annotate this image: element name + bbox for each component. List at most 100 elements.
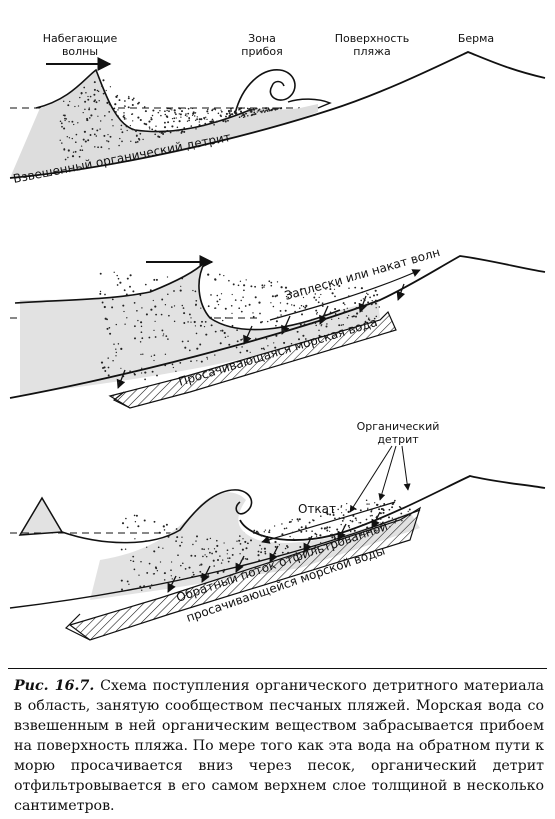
particle-dot [181,304,184,307]
particle-dot [196,360,198,362]
particle-dot [231,113,234,116]
particle-dot [279,302,282,304]
particle-dot [236,329,238,331]
particle-dot [358,307,361,310]
particle-dot [123,116,126,119]
particle-dot [120,579,123,582]
particle-dot [178,113,181,115]
particle-dot [210,324,213,327]
particle-dot [296,330,299,333]
particle-dot [334,295,336,298]
particle-dot [114,103,117,106]
particle-dot [181,277,184,280]
percolation-band [108,310,397,409]
particle-dot [139,294,142,296]
particle-dot [181,541,183,544]
particle-dot [248,303,251,306]
particle-dot [308,537,310,539]
particle-dot [148,336,151,339]
particle-dot [120,367,122,369]
particle-dot [207,305,210,308]
particle-dot [366,526,369,529]
particle-dot [241,346,243,348]
particle-dot [200,118,203,121]
particle-dot [155,278,158,281]
particle-dot [253,111,256,114]
particle-dot [275,334,278,337]
particle-dot [202,555,204,558]
particle-dot [349,530,352,533]
particle-dot [148,126,151,128]
panel-2: Заплески или накат волн Просачивающаяся … [9,245,546,409]
particle-dot [276,294,279,297]
particle-dot [190,317,192,319]
particle-dot [132,290,135,293]
particle-dot [298,528,300,531]
particle-dot [338,539,340,542]
particle-dot [263,531,265,533]
particle-dot [209,551,211,554]
particle-dot [222,559,224,561]
particle-dot [273,525,276,527]
particle-dot [300,288,303,291]
particle-dot [139,118,142,122]
particle-dot [188,119,190,122]
particle-dot [105,94,108,96]
particle-dot [361,291,364,294]
particle-dot [187,321,189,323]
particle-dot [179,289,182,292]
particle-dot [217,112,220,115]
particle-dot [127,106,130,109]
particle-dot [196,116,198,118]
particle-dot [83,130,86,133]
particle-dot [304,526,307,529]
particle-dot [123,289,126,291]
particle-dot [100,120,102,122]
particle-dot [328,526,331,529]
particle-dot [94,108,97,111]
particle-dot [235,113,237,116]
particle-dot [356,324,359,327]
particle-dot [131,103,134,107]
particle-dot [291,531,294,534]
particle-dot [302,334,305,337]
particle-dot [144,283,147,286]
particle-dot [188,313,191,316]
particle-dot [212,108,214,110]
particle-dot [263,286,265,288]
particle-dot [343,525,346,528]
particle-dot [340,329,342,332]
particle-dot [180,116,182,118]
particle-dot [213,123,215,126]
particle-dot [200,307,202,309]
particle-dot [299,323,302,326]
particle-dot [151,370,154,373]
particle-dot [216,300,219,303]
particle-dot [79,149,82,151]
particle-dot [399,506,402,509]
particle-dot [204,321,207,323]
particle-dot [326,286,328,289]
particle-dot [267,345,269,347]
particle-dot [408,508,411,511]
particle-dot [223,274,225,277]
particle-dot [320,542,322,544]
particle-dot [175,528,178,530]
particle-dot [223,542,225,544]
particle-dot [190,360,192,363]
particle-dot [279,309,282,312]
particle-dot [166,115,169,119]
caption-label: Рис. 16.7. [14,678,95,694]
particle-dot [137,102,139,105]
particle-dot [179,544,182,547]
particle-dot [331,292,334,295]
particle-dot [121,588,123,591]
particle-dot [218,273,221,276]
particle-dot [164,113,167,116]
particle-dot [359,509,362,512]
particle-dot [341,517,344,519]
particle-dot [107,140,110,143]
particle-dot [354,286,357,289]
particle-dot [348,314,350,317]
particle-dot [103,134,106,137]
